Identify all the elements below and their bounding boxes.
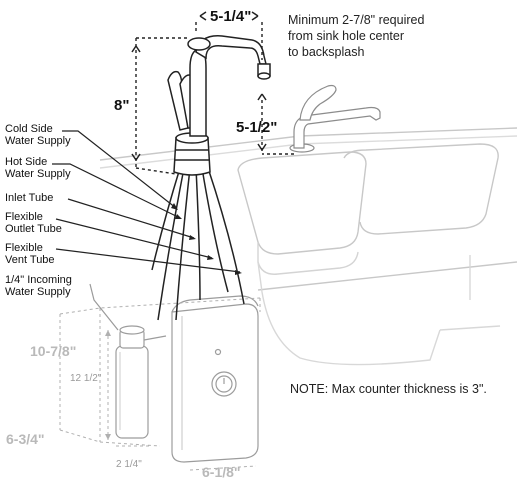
callout-hot-side-line1: Hot Side — [5, 156, 48, 168]
grey-dimension-guides — [59, 297, 261, 471]
callout-leaders — [52, 130, 241, 331]
spout-reach-dimension: 5-1/4" — [210, 8, 252, 25]
callout-hot-side-line2: Water Supply — [5, 168, 71, 180]
spout-clearance-dimension: 5-1/2" — [236, 119, 278, 136]
faucet-height-dimension: 8" — [114, 97, 130, 114]
callout-outlet-tube-line1: Flexible — [5, 211, 43, 223]
backsplash-note-line2: from sink hole center — [288, 29, 405, 43]
grey-dimension-arrows — [105, 330, 111, 440]
callout-inlet-tube: Inlet Tube — [5, 192, 54, 204]
callout-cold-side-line1: Cold Side — [5, 123, 53, 135]
black-dimension-arrows — [131, 11, 267, 161]
backsplash-note-line3: to backsplash — [288, 45, 365, 59]
filter-height-dimension: 12 1/2" — [70, 373, 102, 384]
filter-width-dimension: 2 1/4" — [116, 459, 142, 470]
tank-depth-dimension: 6-3/4" — [6, 431, 45, 447]
black-dimension-guides — [135, 22, 294, 175]
backsplash-note-line1: Minimum 2-7/8" required — [288, 13, 425, 27]
sink-illustration — [99, 127, 517, 366]
callout-cold-side-line2: Water Supply — [5, 135, 71, 147]
tank-and-filter-illustration — [115, 295, 259, 463]
callout-vent-tube-line2: Vent Tube — [5, 254, 55, 266]
callout-arrowheads — [171, 203, 242, 275]
tank-width-dimension: 6-1/8" — [202, 464, 241, 480]
callout-outlet-tube-line2: Outlet Tube — [5, 223, 62, 235]
callout-incoming-supply-line1: 1/4" Incoming — [5, 274, 72, 286]
tank-height-dimension: 10-7/8" — [30, 343, 77, 359]
callout-incoming-supply-line2: Water Supply — [5, 286, 71, 298]
callout-vent-tube-line1: Flexible — [5, 242, 43, 254]
standard-faucet-illustration — [289, 84, 381, 153]
counter-thickness-note: NOTE: Max counter thickness is 3". — [290, 382, 487, 396]
hot-water-faucet — [151, 35, 271, 321]
